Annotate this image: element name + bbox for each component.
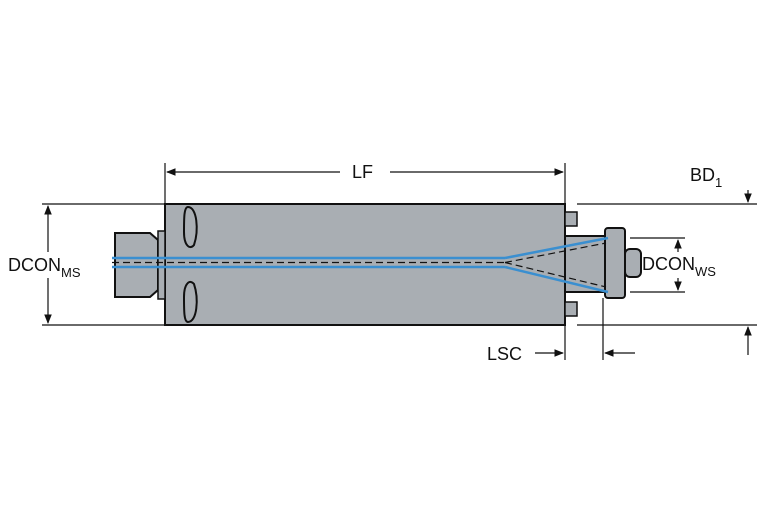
- bd-label: BD1: [690, 165, 722, 190]
- dcon-ms-dimension: [42, 203, 165, 326]
- tool-body: [164, 203, 566, 326]
- lsc-dimension: [535, 298, 635, 360]
- machine-side-shank: [114, 232, 159, 298]
- work-side-nose: [624, 248, 642, 278]
- end-block-bottom: [564, 301, 578, 317]
- dcon-ms-label: DCONMS: [8, 255, 81, 280]
- lf-label: LF: [352, 162, 373, 182]
- bd-dimension: [577, 190, 757, 355]
- coolant-channel-dash: [112, 242, 607, 288]
- coolant-channel: [112, 236, 609, 294]
- lsc-label: LSC: [487, 344, 522, 364]
- slot-bottom: [182, 280, 198, 324]
- dcon-ws-dimension: [630, 237, 685, 293]
- slot-top: [182, 205, 198, 249]
- dcon-ws-label: DCONWS: [642, 254, 716, 279]
- end-block-top: [564, 211, 578, 227]
- lf-dimension: [164, 163, 566, 204]
- shank-collar: [157, 230, 166, 300]
